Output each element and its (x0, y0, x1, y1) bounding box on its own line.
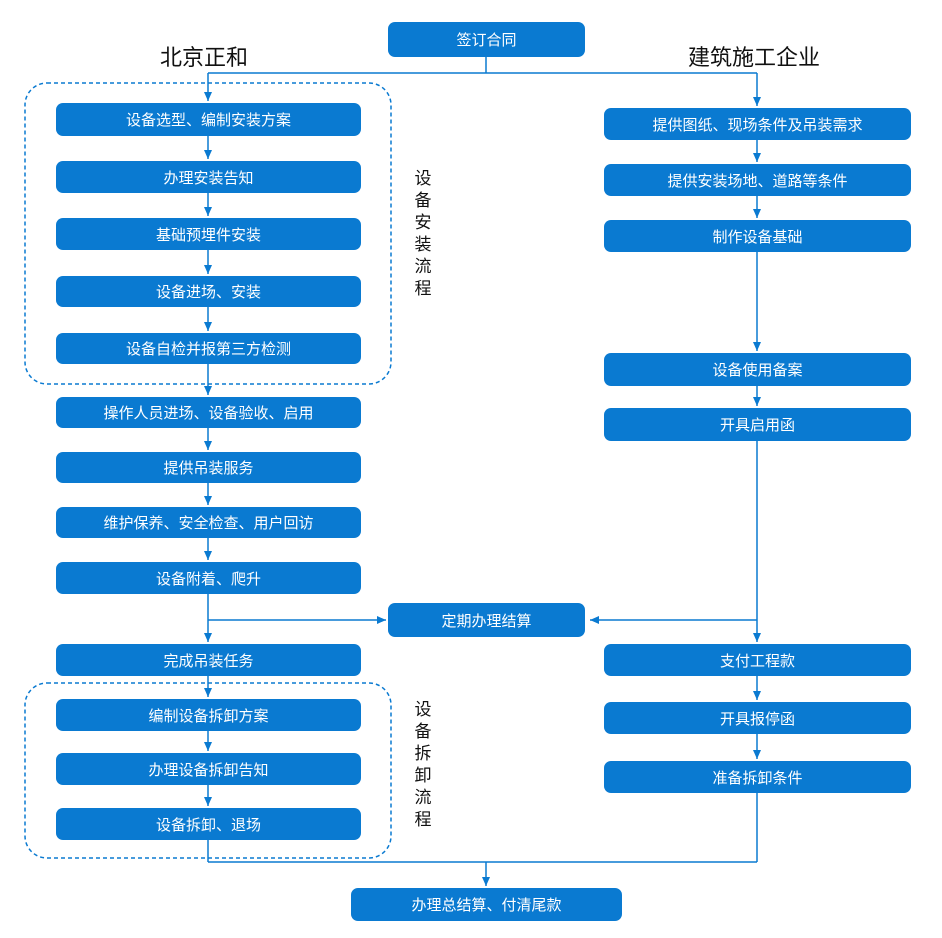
right-step-7: 开具报停函 (604, 702, 911, 734)
left-step-1: 设备选型、编制安装方案 (56, 103, 361, 136)
periodic-settlement-box: 定期办理结算 (388, 603, 585, 637)
right-step-5: 开具启用函 (604, 408, 911, 441)
right-step-8: 准备拆卸条件 (604, 761, 911, 793)
left-step-4: 设备进场、安装 (56, 276, 361, 307)
left-step-12: 办理设备拆卸告知 (56, 753, 361, 785)
right-step-1: 提供图纸、现场条件及吊装需求 (604, 108, 911, 140)
left-step-9: 设备附着、爬升 (56, 562, 361, 594)
final-settlement-box: 办理总结算、付清尾款 (351, 888, 622, 921)
left-step-10: 完成吊装任务 (56, 644, 361, 676)
right-step-6: 支付工程款 (604, 644, 911, 676)
left-step-11: 编制设备拆卸方案 (56, 699, 361, 731)
dismantle-group-label: 设备拆卸流程 (414, 700, 432, 830)
left-step-7: 提供吊装服务 (56, 452, 361, 483)
left-party-title: 北京正和 (160, 46, 249, 71)
left-step-5: 设备自检并报第三方检测 (56, 333, 361, 364)
left-step-2: 办理安装告知 (56, 161, 361, 193)
right-step-4: 设备使用备案 (604, 353, 911, 386)
install-group-label: 设备安装流程 (414, 169, 432, 299)
right-step-2: 提供安装场地、道路等条件 (604, 164, 911, 196)
left-step-8: 维护保养、安全检查、用户回访 (56, 507, 361, 538)
left-step-3: 基础预埋件安装 (56, 218, 361, 250)
left-step-13: 设备拆卸、退场 (56, 808, 361, 840)
left-step-6: 操作人员进场、设备验收、启用 (56, 397, 361, 428)
right-step-3: 制作设备基础 (604, 220, 911, 252)
right-party-title: 建筑施工企业 (688, 46, 821, 71)
start-contract-box: 签订合同 (388, 22, 585, 57)
